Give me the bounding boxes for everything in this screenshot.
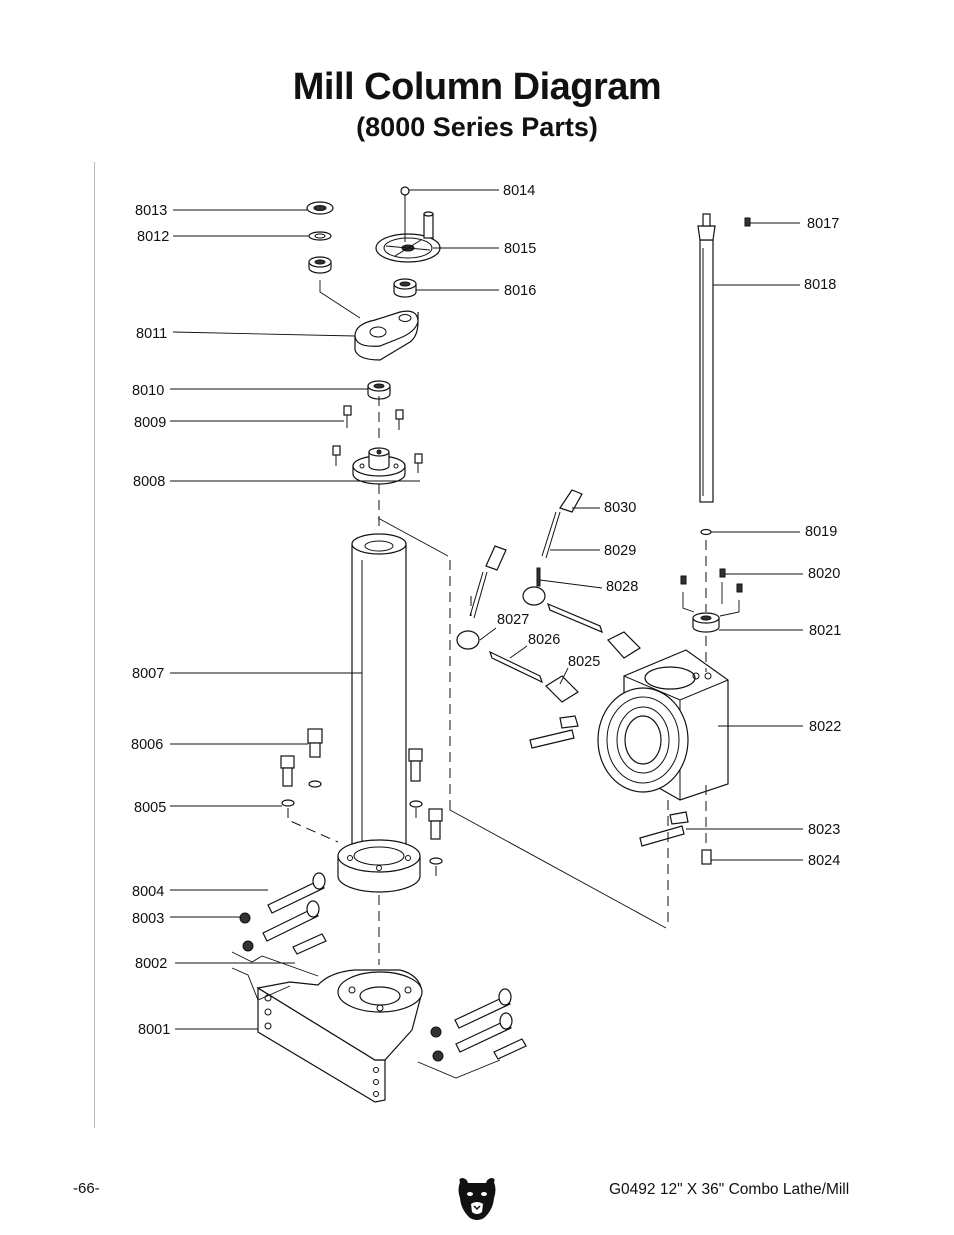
column-base xyxy=(256,969,423,1103)
column-bolts xyxy=(280,728,443,882)
handwheel-bearing xyxy=(393,278,417,298)
label-8002: 8002 xyxy=(135,956,167,972)
label-8008: 8008 xyxy=(133,474,165,490)
page-number: -66- xyxy=(73,1180,100,1197)
label-8029: 8029 xyxy=(604,543,636,559)
label-8003: 8003 xyxy=(132,911,164,927)
bearing xyxy=(367,380,391,400)
label-8026: 8026 xyxy=(528,632,560,648)
label-8007: 8007 xyxy=(132,666,164,682)
label-8018: 8018 xyxy=(804,277,836,293)
label-8025: 8025 xyxy=(568,654,600,670)
lock-handles xyxy=(377,489,669,929)
margin-rule xyxy=(94,162,95,1128)
page-subtitle: (8000 Series Parts) xyxy=(356,112,598,142)
bearing-cap xyxy=(352,447,406,485)
label-8012: 8012 xyxy=(137,229,169,245)
mill-head-bracket xyxy=(529,649,729,847)
column-tube xyxy=(351,533,407,881)
column-flange xyxy=(337,839,421,893)
label-8009: 8009 xyxy=(134,415,166,431)
bear-head-icon xyxy=(458,1178,496,1220)
handwheel-screw xyxy=(400,186,410,242)
label-8022: 8022 xyxy=(809,719,841,735)
label-8030: 8030 xyxy=(604,500,636,516)
label-8024: 8024 xyxy=(808,853,840,869)
label-8011: 8011 xyxy=(136,326,167,342)
label-8005: 8005 xyxy=(134,800,166,816)
manual-title: G0492 12" X 36" Combo Lathe/Mill xyxy=(609,1181,850,1198)
elevation-rack xyxy=(680,213,751,865)
label-8010: 8010 xyxy=(132,383,164,399)
leader-lines xyxy=(170,189,803,1030)
label-8017: 8017 xyxy=(807,216,839,232)
label-8019: 8019 xyxy=(805,524,837,540)
label-8020: 8020 xyxy=(808,566,840,582)
label-8013: 8013 xyxy=(135,203,167,219)
label-8016: 8016 xyxy=(504,283,536,299)
label-8006: 8006 xyxy=(131,737,163,753)
part-labels: 8013 8012 8011 8010 8009 8008 8007 8006 … xyxy=(131,183,841,1038)
label-8015: 8015 xyxy=(504,241,536,257)
label-8001: 8001 xyxy=(138,1022,170,1038)
label-8028: 8028 xyxy=(606,579,638,595)
label-8023: 8023 xyxy=(808,822,840,838)
lock-washer-nut xyxy=(306,201,361,319)
cap-screws xyxy=(332,405,423,473)
page-title: Mill Column Diagram xyxy=(292,66,662,108)
label-8004: 8004 xyxy=(132,884,164,900)
label-8014: 8014 xyxy=(503,183,535,199)
handwheel xyxy=(375,211,441,263)
handwheel-bracket xyxy=(354,310,419,361)
base-bolts xyxy=(231,872,527,1079)
label-8027: 8027 xyxy=(497,612,529,628)
label-8021: 8021 xyxy=(809,623,841,639)
